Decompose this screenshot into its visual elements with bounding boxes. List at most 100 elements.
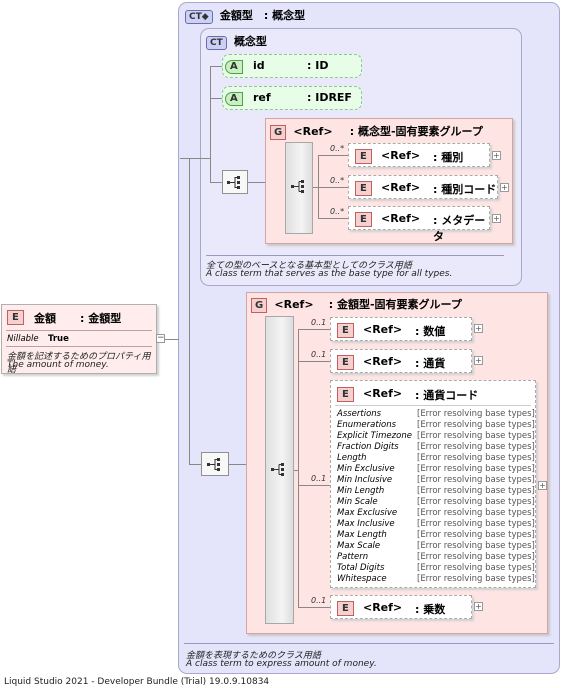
element-name: : メタデータ [433, 214, 486, 243]
facet-row: Assertions[Error resolving base types] [337, 409, 535, 420]
root-element-desc-jp: 金額を記述するためのプロパティ用語 [7, 352, 151, 375]
facet-name: Enumerations [337, 420, 397, 430]
facet-value: [Error resolving base types] [417, 442, 535, 452]
expand-plus-icon[interactable]: + [492, 214, 501, 223]
element-ref: <Ref> [363, 387, 403, 400]
facet-row: Min Inclusive[Error resolving base types… [337, 475, 535, 486]
facet-row: Min Length [Error resolving base types] [337, 486, 535, 497]
facet-value: [Error resolving base types] [417, 508, 535, 518]
facet-name: Whitespace [337, 574, 387, 584]
attribute-id[interactable]: A id : ID [222, 54, 362, 78]
attribute-type: : ID [307, 59, 329, 72]
connector-line [210, 66, 211, 158]
connector-line [294, 470, 298, 471]
connector-line [229, 464, 247, 465]
facet-value: [Error resolving base types] [417, 464, 535, 474]
occurrence: 0..1 [311, 350, 327, 359]
facet-name: Assertions [337, 409, 382, 419]
element-metadata[interactable]: E <Ref> : メタデータ [348, 206, 490, 243]
facet-row: Max Exclusive [Error resolving base types… [337, 508, 535, 519]
element-tsuuka[interactable]: E <Ref> : 通貨 [330, 349, 472, 373]
facet-row: Enumerations[Error resolving base types] [337, 420, 535, 431]
attribute-name: ref [253, 91, 271, 104]
facet-value: [Error resolving base types] [417, 497, 535, 507]
root-element-amount[interactable]: E 金額 : 金額型 Nillable True 金額を記述するためのプロパティ… [1, 304, 157, 375]
facet-value: [Error resolving base types] [417, 453, 535, 463]
expand-plus-icon[interactable]: + [474, 356, 483, 365]
complex-type-badge-icon: CT [206, 36, 227, 50]
group-ref: <Ref> [293, 125, 333, 138]
facet-name: Min Scale [337, 497, 378, 507]
facet-name: Max Scale [337, 541, 381, 551]
attribute-type: : IDREF [307, 91, 352, 104]
collapse-minus-icon[interactable]: − [156, 333, 165, 343]
facet-value: [Error resolving base types] [417, 541, 535, 551]
connector-line [298, 329, 299, 607]
facet-value: [Error resolving base types] [417, 431, 535, 441]
complex-type-amount-desc-en: A class term to express amount of money. [186, 659, 377, 669]
sequence-icon[interactable] [291, 180, 309, 197]
facet-row: Min Scale [Error resolving base types] [337, 497, 535, 508]
facet-name: Pattern [337, 552, 369, 562]
group-name: : 概念型-固有要素グループ [349, 125, 483, 138]
facet-value: [Error resolving base types] [417, 574, 535, 584]
expand-plus-icon[interactable]: + [500, 183, 509, 192]
divider [335, 405, 531, 406]
connector-line [189, 464, 201, 465]
footer-text: Liquid Studio 2021 - Developer Bundle (T… [4, 677, 270, 687]
connector-line [318, 155, 348, 156]
sequence-icon[interactable] [271, 463, 289, 480]
facet-value: [Error resolving base types] [417, 486, 535, 496]
connector-line [318, 187, 348, 188]
expand-plus-icon[interactable]: + [474, 602, 483, 611]
facet-value: [Error resolving base types] [417, 530, 535, 540]
element-name: : 種別 [433, 151, 464, 164]
divider [6, 330, 152, 331]
facet-row: Total Digits[Error resolving base types] [337, 563, 535, 574]
element-badge-icon: E [337, 355, 354, 370]
facet-row: Pattern [Error resolving base types] [337, 552, 535, 563]
element-suuchi[interactable]: E <Ref> : 数値 [330, 317, 472, 341]
group-name: : 金額型-固有要素グループ [328, 298, 462, 311]
facet-row: Max Length[Error resolving base types] [337, 530, 535, 541]
connector-line [318, 218, 348, 219]
facet-value: [Error resolving base types] [417, 552, 535, 562]
facet-name: Min Length [337, 486, 385, 496]
connector-line [210, 66, 222, 67]
connector-line [248, 182, 266, 183]
connector-line [180, 158, 211, 159]
complex-type-amount-header: CT◆ 金額型 : 概念型 [185, 7, 305, 24]
connector-line [189, 158, 190, 464]
element-badge-icon: E [337, 323, 354, 338]
occurrence: 0..1 [311, 318, 327, 327]
facet-name: Max Exclusive [337, 508, 398, 518]
connector-line [298, 485, 330, 486]
sequence-icon[interactable] [222, 170, 248, 194]
connector-line [165, 339, 179, 340]
occurrence: 0..* [330, 176, 345, 185]
occurrence: 0..1 [311, 474, 327, 483]
divider [206, 255, 504, 256]
group-badge-icon: G [251, 298, 268, 313]
complex-type-concept-header: CT 概念型 [206, 33, 267, 50]
element-shubetsu[interactable]: E <Ref> : 種別 [348, 143, 490, 167]
expand-plus-icon[interactable]: + [538, 481, 547, 490]
element-name: : 通貨コード [415, 389, 479, 402]
expand-plus-icon[interactable]: + [492, 151, 501, 160]
element-badge-icon: E [337, 601, 354, 616]
expand-plus-icon[interactable]: + [474, 324, 483, 333]
element-name: : 数値 [415, 325, 446, 338]
facet-value: [Error resolving base types] [417, 519, 535, 529]
sequence-icon[interactable] [201, 452, 229, 476]
facet-name: Min Exclusive [337, 464, 395, 474]
element-tsuuka-code[interactable]: E <Ref> : 通貨コード Assertions[Error resolvi… [330, 380, 536, 588]
element-shubetsu-code[interactable]: E <Ref> : 種別コード [348, 175, 498, 199]
facet-value: [Error resolving base types] [417, 563, 535, 573]
element-badge-icon: E [355, 212, 372, 227]
facet-row: Max Inclusive[Error resolving base types… [337, 519, 535, 530]
element-badge-icon: E [355, 181, 372, 196]
element-jousuu[interactable]: E <Ref> : 乗数 [330, 595, 472, 619]
connector-line [298, 607, 330, 608]
attribute-ref[interactable]: A ref : IDREF [222, 86, 362, 110]
root-element-type: : 金額型 [80, 312, 122, 325]
